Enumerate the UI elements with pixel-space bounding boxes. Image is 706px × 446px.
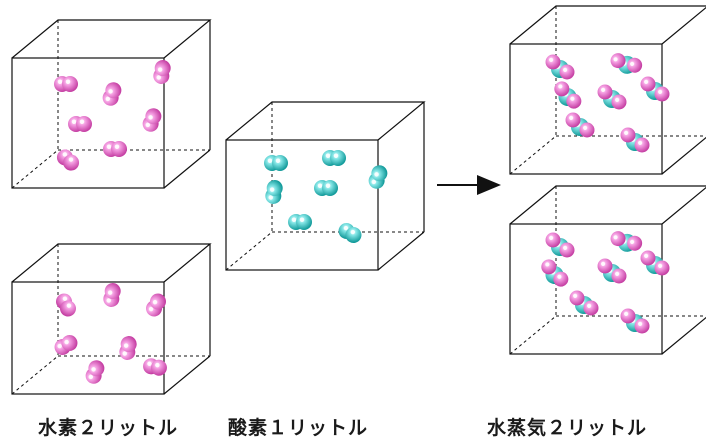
water-molecule <box>545 54 575 80</box>
water-molecule <box>597 84 627 110</box>
water-molecule <box>554 81 582 109</box>
hydrogen-molecule <box>54 76 78 92</box>
hydrogen-molecule <box>103 283 121 307</box>
water-vapor-container-bottom-box <box>509 185 706 355</box>
hydrogen-molecule <box>153 60 171 84</box>
water-molecule <box>620 308 650 334</box>
water-vapor-container-top-box <box>509 5 706 175</box>
oxygen-molecule <box>338 223 362 243</box>
hydrogen-molecule <box>143 358 167 376</box>
water-molecule <box>640 76 670 102</box>
water-molecule <box>620 127 650 153</box>
water-molecule <box>597 258 627 284</box>
water-molecule <box>610 53 643 74</box>
oxygen-molecule <box>264 155 288 171</box>
hydrogen-container-bottom-box <box>11 243 212 395</box>
hydrogen-molecule <box>146 293 166 317</box>
hydrogen-molecule <box>85 360 105 384</box>
water-molecule <box>541 259 569 287</box>
water-vapor-caption: 水蒸気２リットル <box>487 417 648 439</box>
hydrogen-molecule <box>142 108 162 132</box>
hydrogen-molecule <box>102 82 122 106</box>
oxygen-molecule <box>368 165 388 189</box>
oxygen-container-box <box>225 101 426 271</box>
oxygen-molecule <box>288 214 312 230</box>
oxygen-molecule <box>265 180 283 204</box>
hydrogen-molecule <box>56 293 76 317</box>
hydrogen-molecule <box>68 116 92 132</box>
hydrogen-molecule <box>54 335 78 355</box>
hydrogen-caption: 水素２リットル <box>38 417 179 439</box>
water-molecule <box>610 231 643 252</box>
oxygen-molecule <box>322 150 346 166</box>
hydrogen-molecule <box>103 141 127 157</box>
oxygen-caption: 酸素１リットル <box>228 417 369 439</box>
water-molecule <box>640 250 670 276</box>
hydrogen-molecule <box>56 149 80 171</box>
water-molecule <box>569 290 599 316</box>
oxygen-molecule <box>314 180 338 196</box>
water-molecule <box>565 112 595 138</box>
hydrogen-container-top-box <box>11 19 212 189</box>
water-molecule <box>545 232 575 258</box>
hydrogen-molecule <box>119 336 137 360</box>
